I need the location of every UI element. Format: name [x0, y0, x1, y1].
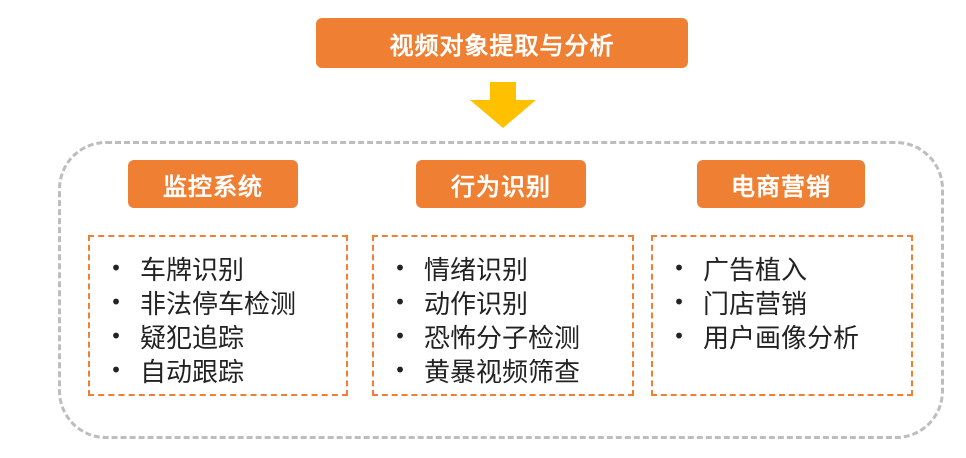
- bullet-icon: •: [110, 256, 122, 280]
- bullet-icon: •: [673, 290, 685, 314]
- list-item: • 广告植入: [653, 251, 911, 286]
- diagram-title: 视频对象提取与分析: [316, 18, 688, 68]
- list-behavior: • 情绪识别 • 动作识别 • 恐怖分子检测 • 黄暴视频筛查: [372, 235, 634, 396]
- bullet-icon: •: [394, 358, 406, 382]
- bullet-icon: •: [673, 256, 685, 280]
- list-item-text: 恐怖分子检测: [424, 323, 581, 354]
- list-item: • 疑犯追踪: [90, 319, 346, 354]
- category-behavior: 行为识别: [416, 160, 586, 208]
- list-item: • 动作识别: [374, 285, 632, 320]
- list-item-text: 广告植入: [703, 255, 808, 286]
- list-item-text: 用户画像分析: [703, 323, 860, 354]
- list-item: • 情绪识别: [374, 251, 632, 286]
- list-item: • 自动跟踪: [90, 353, 346, 388]
- list-ecommerce: • 广告植入 • 门店营销 • 用户画像分析: [651, 235, 913, 396]
- list-item: • 黄暴视频筛查: [374, 353, 632, 388]
- down-arrow-icon: [470, 82, 536, 128]
- list-item-text: 黄暴视频筛查: [424, 357, 581, 388]
- list-item: • 恐怖分子检测: [374, 319, 632, 354]
- bullet-icon: •: [394, 290, 406, 314]
- bullet-icon: •: [110, 358, 122, 382]
- list-monitoring: • 车牌识别 • 非法停车检测 • 疑犯追踪 • 自动跟踪: [88, 235, 348, 396]
- category-ecommerce: 电商营销: [697, 160, 865, 208]
- outer-dashed-frame: [58, 141, 944, 439]
- category-monitoring: 监控系统: [128, 160, 298, 208]
- list-item-text: 动作识别: [424, 289, 529, 320]
- list-item-text: 车牌识别: [140, 255, 245, 286]
- list-item-text: 非法停车检测: [140, 289, 297, 320]
- bullet-icon: •: [394, 256, 406, 280]
- bullet-icon: •: [673, 324, 685, 348]
- bullet-icon: •: [110, 324, 122, 348]
- list-item: • 门店营销: [653, 285, 911, 320]
- list-item: • 非法停车检测: [90, 285, 346, 320]
- list-item-text: 情绪识别: [424, 255, 529, 286]
- list-item-text: 门店营销: [703, 289, 808, 320]
- bullet-icon: •: [110, 290, 122, 314]
- list-item-text: 疑犯追踪: [140, 323, 245, 354]
- list-item: • 车牌识别: [90, 251, 346, 286]
- list-item-text: 自动跟踪: [140, 357, 245, 388]
- bullet-icon: •: [394, 324, 406, 348]
- list-item: • 用户画像分析: [653, 319, 911, 354]
